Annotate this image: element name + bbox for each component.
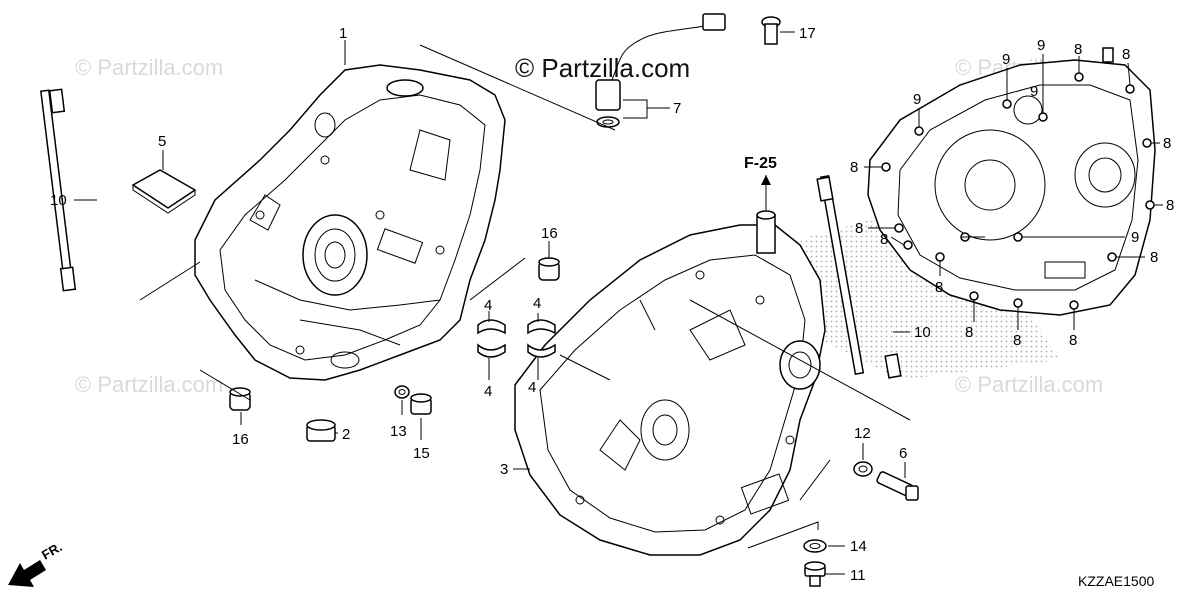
leader-lines <box>74 31 1163 575</box>
callout-8: 8 <box>1074 41 1082 58</box>
o-ring-part <box>394 385 410 399</box>
callout-8: 8 <box>1122 46 1130 63</box>
callout-8: 8 <box>1166 197 1174 214</box>
oil-strainer-screen-part <box>131 169 197 214</box>
callout-11: 11 <box>850 567 866 584</box>
callout-16: 16 <box>232 431 249 448</box>
callout-8: 8 <box>850 159 858 176</box>
left-crankcase-part <box>194 64 506 381</box>
washer-14-part <box>803 539 827 553</box>
stud-bolt-right-part <box>816 174 902 379</box>
callout-4: 4 <box>484 297 492 314</box>
callout-8: 8 <box>1163 135 1171 152</box>
callout-6: 6 <box>899 445 907 462</box>
dowel-pin-lower-part <box>229 387 251 411</box>
callout-1: 1 <box>339 25 347 42</box>
washer-12-part <box>853 461 873 477</box>
callout-15: 15 <box>413 445 430 462</box>
callout-17: 17 <box>799 25 816 42</box>
bearing-shells-part <box>477 319 556 358</box>
speed-sensor-part <box>595 13 726 128</box>
front-label: FR. <box>39 539 65 562</box>
callout-8: 8 <box>965 324 973 341</box>
drain-bolt-part <box>306 419 336 442</box>
callout-4: 4 <box>528 379 536 396</box>
callout-5: 5 <box>158 133 166 150</box>
callout-4: 4 <box>484 383 492 400</box>
watermark-bottom-right: © Partzilla.com <box>955 372 1103 397</box>
callout-16: 16 <box>541 225 558 242</box>
callout-10: 10 <box>50 192 67 209</box>
bolt-17-part <box>761 16 781 45</box>
bolt-11-part <box>804 561 826 587</box>
callout-9: 9 <box>1030 83 1038 100</box>
callout-9: 9 <box>913 91 921 108</box>
dowel-pin-upper-part <box>538 257 560 281</box>
callout-8: 8 <box>1069 332 1077 349</box>
stud-bolt-left-part <box>40 88 77 292</box>
front-direction-indicator: FR. <box>8 539 65 587</box>
callout-12: 12 <box>854 425 871 442</box>
watermark-top-left: © Partzilla.com <box>75 55 223 80</box>
callout-3: 3 <box>500 461 508 478</box>
crankcase-gasket-part <box>867 47 1156 316</box>
watermark-bottom-left: © Partzilla.com <box>75 372 223 397</box>
callout-8: 8 <box>1150 249 1158 266</box>
callout-13: 13 <box>390 423 407 440</box>
neutral-switch-part <box>876 471 919 501</box>
callout-9: 9 <box>1002 51 1010 68</box>
right-crankcase-part <box>514 210 826 556</box>
reference-f25: F-25 <box>744 155 777 185</box>
collar-part <box>410 393 432 415</box>
callout-10: 10 <box>914 324 931 341</box>
callout-9: 9 <box>1131 229 1139 246</box>
callout-7: 7 <box>673 100 681 117</box>
callout-4: 4 <box>533 295 541 312</box>
callout-8: 8 <box>935 279 943 296</box>
callout-2: 2 <box>342 426 350 443</box>
callout-9: 9 <box>1037 37 1045 54</box>
callout-14: 14 <box>850 538 867 555</box>
diagram-code: KZZAE1500 <box>1078 573 1154 589</box>
callout-8: 8 <box>1013 332 1021 349</box>
front-arrow-icon <box>8 560 46 587</box>
copyright-text: © Partzilla.com <box>515 53 690 83</box>
callout-8: 8 <box>855 220 863 237</box>
reference-label: F-25 <box>744 155 777 172</box>
callouts: 1 2 3 4 4 4 4 5 6 7 8 8 8 8 8 8 8 8 8 8 … <box>50 25 1174 584</box>
callout-8: 8 <box>880 231 888 248</box>
